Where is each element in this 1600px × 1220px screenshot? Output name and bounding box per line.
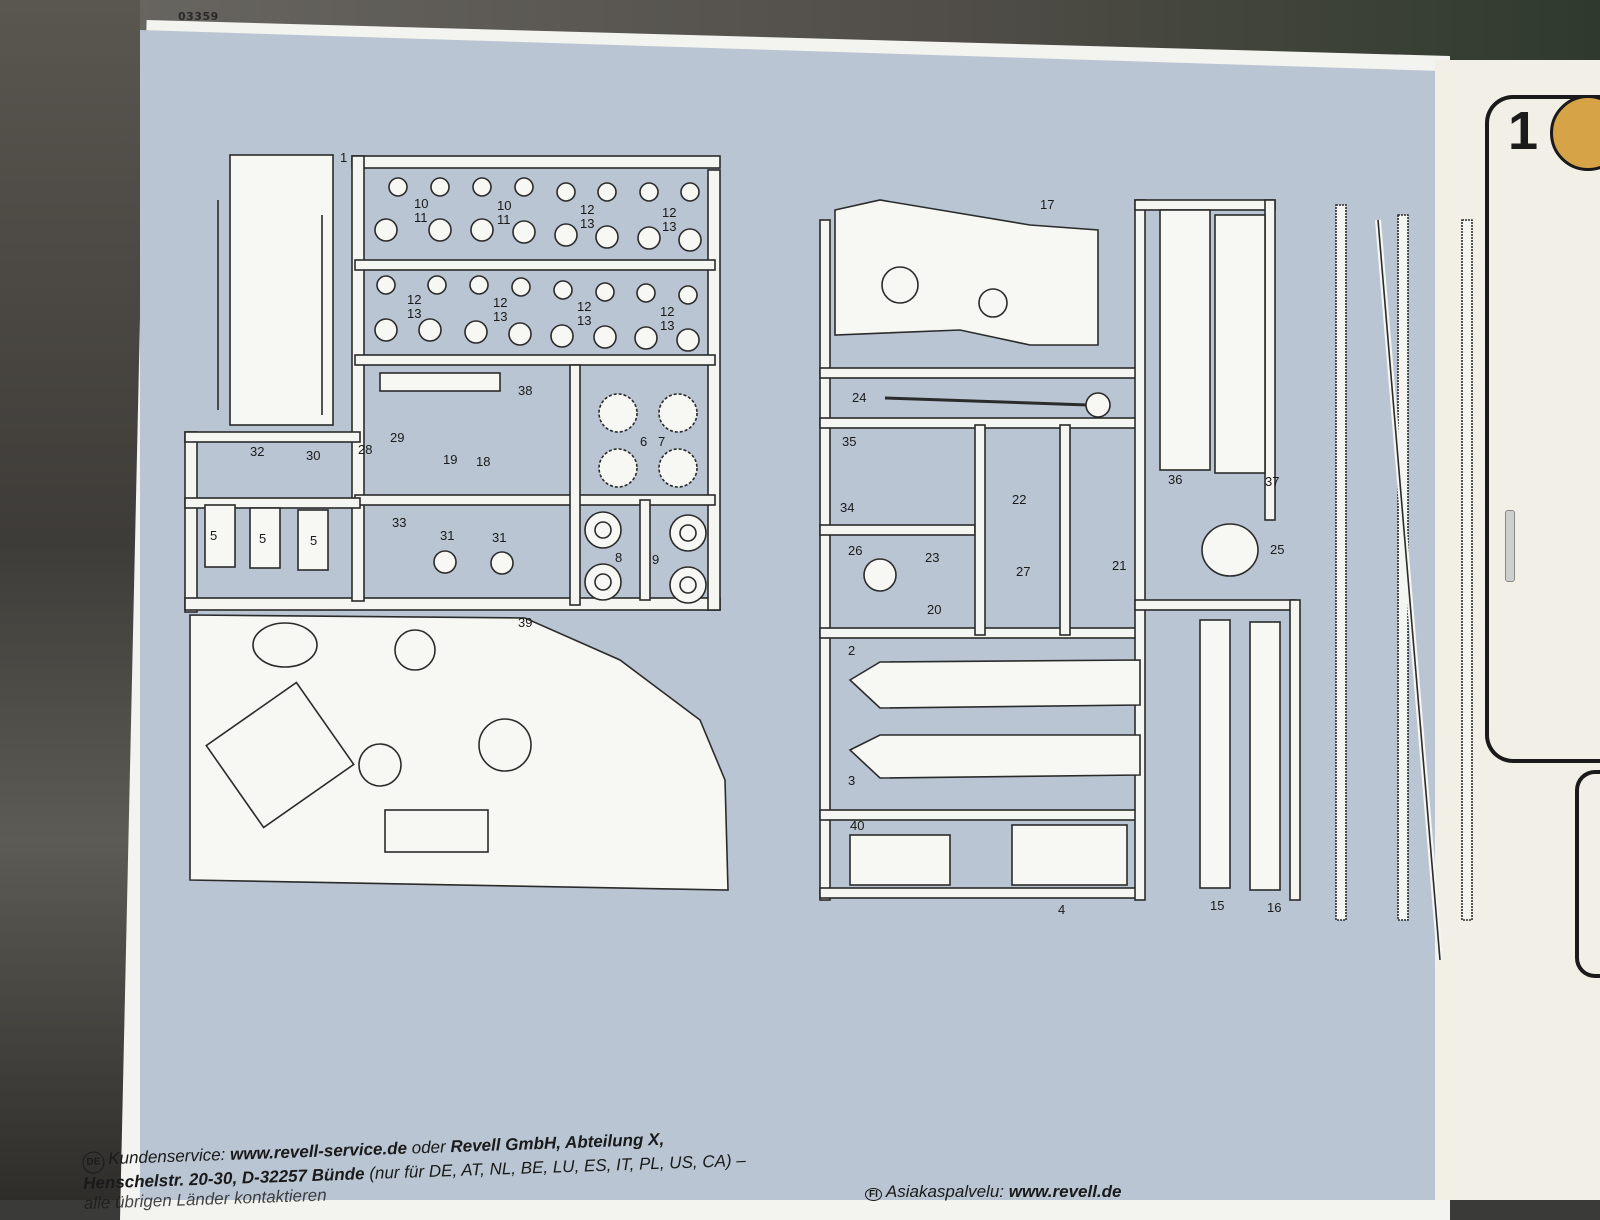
part-label: 24 [852, 390, 867, 405]
part-label: 13 [577, 313, 592, 328]
part-label: 20 [927, 602, 942, 617]
part-label: 19 [443, 452, 458, 467]
part-label: 27 [1016, 564, 1031, 579]
part-5a [204, 504, 236, 568]
part-label: 12 [577, 299, 592, 314]
part-label: 13 [580, 216, 595, 231]
part-label: 12 [660, 304, 675, 319]
sprockets [598, 393, 698, 488]
part-label: 34 [840, 500, 855, 515]
part-label: 38 [518, 383, 533, 398]
part-label: 33 [392, 515, 407, 530]
part-40-figure [849, 834, 951, 886]
idler-wheels [584, 511, 707, 604]
part-16 [1249, 621, 1281, 891]
part-15 [1199, 619, 1231, 889]
sprue-frame-right [819, 199, 1301, 901]
part-label: 17 [1040, 197, 1055, 212]
sprue-frame-left [184, 155, 721, 613]
part-label: 25 [1270, 542, 1285, 557]
part-label: 37 [1265, 474, 1280, 489]
part-label: 31 [492, 530, 507, 545]
flag-de-icon: DE [82, 1151, 105, 1174]
part-label: 26 [848, 543, 863, 558]
part-4 [1011, 824, 1128, 886]
part-label: 40 [850, 818, 865, 833]
part-label: 31 [440, 528, 455, 543]
part-label: 39 [518, 615, 533, 630]
part-label: 1 [340, 150, 348, 165]
part-label: 12 [493, 295, 508, 310]
part-39-diorama-base [189, 614, 729, 891]
glue-icon [1550, 95, 1600, 171]
part-label: 32 [250, 444, 265, 459]
part-label: 8 [615, 550, 623, 565]
part-38 [379, 372, 501, 392]
part-label: 5 [210, 528, 218, 543]
part-5b [249, 507, 281, 569]
part-label: 22 [1012, 492, 1027, 507]
step-frame-lower [1575, 770, 1600, 978]
background-left [0, 0, 140, 1200]
part-2 [848, 659, 1141, 709]
step-number: 1 [1508, 101, 1539, 161]
part-label: 7 [658, 434, 666, 449]
part-label: 5 [259, 531, 267, 546]
part-label: 15 [1210, 898, 1225, 913]
part-label: 13 [407, 306, 422, 321]
part-label: 16 [1267, 900, 1282, 915]
part-label: 10 [414, 196, 429, 211]
part-label: 29 [390, 430, 405, 445]
sheet-code: 03359 [178, 10, 219, 23]
part-label: 4 [1058, 902, 1066, 917]
part-3 [848, 734, 1141, 779]
part-label: 18 [476, 454, 491, 469]
part-label: 6 [640, 434, 648, 449]
part-37 [1214, 214, 1266, 474]
part-label: 12 [580, 202, 595, 217]
part-label: 28 [358, 442, 373, 457]
part-label: 30 [306, 448, 321, 463]
part-label: 9 [652, 552, 660, 567]
part-label: 11 [497, 212, 511, 227]
service-url-fi[interactable]: www.revell.de [1008, 1182, 1122, 1201]
part-1 [229, 154, 334, 426]
track-links [1335, 204, 1473, 961]
part-label: 35 [842, 434, 857, 449]
part-36 [1159, 209, 1211, 471]
part-label: 11 [414, 210, 428, 225]
part-label: 2 [848, 643, 856, 658]
part-17-hull [834, 199, 1099, 346]
part-label: 5 [310, 533, 318, 548]
part-5c [297, 509, 329, 571]
flag-fi-icon: FI [865, 1188, 882, 1201]
part-label: 13 [493, 309, 508, 324]
part-label: 21 [1112, 558, 1127, 573]
part-label: 12 [662, 205, 677, 220]
part-label: 36 [1168, 472, 1183, 487]
part-label: 23 [925, 550, 940, 565]
road-wheels-top [374, 177, 702, 352]
part-label: 13 [662, 219, 677, 234]
part-label: 3 [848, 773, 856, 788]
part-label: 10 [497, 198, 512, 213]
staple [1505, 510, 1515, 582]
step-frame [1485, 95, 1600, 763]
part-label: 13 [660, 318, 675, 333]
part-label: 12 [407, 292, 422, 307]
